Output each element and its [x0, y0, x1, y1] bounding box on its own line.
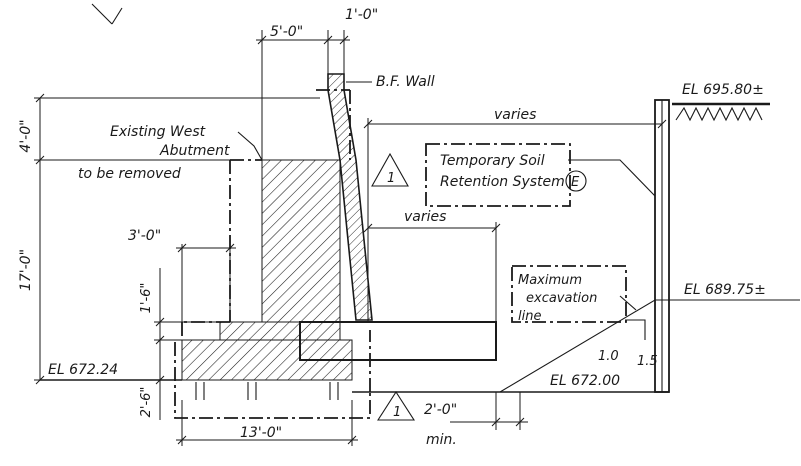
slope-triangle — [625, 319, 646, 340]
dim-height-main: 17'-0" — [18, 249, 34, 291]
existing-outline — [174, 89, 371, 419]
footing-step-dimensions — [154, 268, 228, 420]
temp-leader — [568, 159, 656, 197]
pile-symbols — [195, 382, 339, 400]
dim-top-width: 5'-0" — [270, 24, 303, 40]
footing-width-dimension — [176, 400, 358, 446]
elevation-top: EL 695.80± — [682, 82, 764, 98]
excavation-line — [499, 299, 800, 393]
existing-abutment — [181, 159, 353, 381]
ground-symbol — [672, 102, 770, 122]
dim-varies-upper: varies — [494, 107, 536, 123]
bf-wall — [299, 73, 497, 361]
existing-stem-hatch — [261, 159, 341, 323]
existing-label-line3: to be removed — [78, 166, 181, 182]
slope-h-label: 1.0 — [598, 349, 619, 364]
max-label-line2: excavation — [526, 291, 597, 306]
dim-footing-depth: 2'-6" — [139, 387, 154, 418]
max-label-line1: Maximum — [518, 273, 582, 288]
dim-footing-step: 1'-6" — [139, 283, 154, 314]
toe-dimension — [176, 243, 236, 322]
bf-wall-stem — [327, 73, 373, 321]
north-arrow-fragment — [91, 3, 123, 25]
existing-label-line2: Abutment — [159, 143, 230, 159]
left-dimensions — [34, 93, 320, 385]
revision-mark-lower: 1 — [393, 405, 401, 420]
bf-wall-footing — [299, 321, 497, 361]
dim-toe-width: 3'-0" — [128, 228, 161, 244]
revision-triangle-upper — [371, 152, 409, 187]
max-label-box — [511, 265, 627, 323]
temp-label-line1: Temporary Soil — [440, 153, 545, 169]
dim-wall-thickness: 1'-0" — [345, 7, 378, 23]
top-dimensions — [256, 30, 350, 160]
dim-height-upper: 4'-0" — [18, 119, 34, 152]
dim-footing-width: 13'-0" — [240, 425, 282, 441]
temp-label-circle — [565, 170, 587, 192]
existing-heel-hatch — [219, 321, 341, 341]
dim-varies-lower: varies — [404, 209, 446, 225]
elevation-base-left: EL 672.24 — [48, 362, 118, 378]
dim-clearance-note: min. — [426, 432, 457, 448]
dim-clearance: 2'-0" — [424, 402, 457, 418]
temp-label-box — [425, 143, 571, 207]
temp-label-line2: Retention System — [440, 174, 565, 190]
revision-mark-upper: 1 — [387, 171, 395, 186]
bf-wall-label: B.F. Wall — [376, 74, 435, 90]
elevation-base-right: EL 672.00 — [550, 373, 620, 389]
clearance-dimension — [450, 392, 528, 430]
revision-triangle-lower — [376, 390, 416, 421]
max-leader — [619, 295, 637, 311]
slope-v-label: 1.5 — [637, 354, 658, 369]
max-label-line3: line — [518, 309, 541, 324]
elevation-mid: EL 689.75± — [684, 282, 766, 298]
existing-leader — [237, 131, 263, 161]
existing-label-line1: Existing West — [110, 124, 206, 140]
varies-dimensions — [363, 118, 667, 322]
temp-label-circle-text: E — [571, 175, 580, 190]
temporary-wall — [654, 99, 670, 393]
